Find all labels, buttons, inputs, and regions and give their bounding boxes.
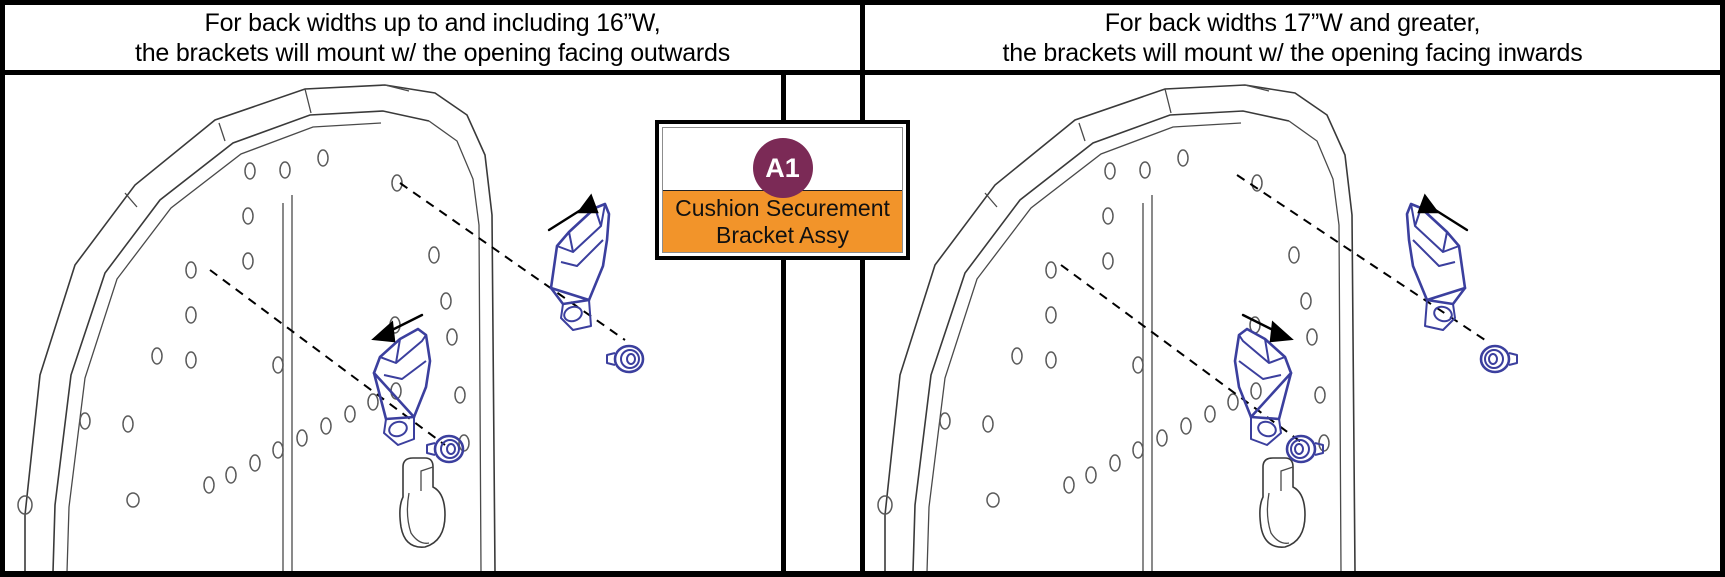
screw-fastener-upper-right [1479,344,1518,374]
frame-border-bottom [0,571,1725,577]
part-badge-a1: A1 [752,138,813,198]
seat-back-outline-left [24,84,496,572]
mounting-hole-pattern-left [17,149,470,515]
assembly-guide-lines-left [209,182,626,446]
screw-fastener-lower-right [1285,434,1324,464]
left-panel-svg [17,84,645,572]
part-callout-top: A1 [663,128,902,198]
bracket-lower-left [371,313,432,446]
cushion-hook-slot-right [1259,457,1306,548]
right-panel-svg [877,84,1518,572]
drawing-left-panel [5,75,860,572]
caption-left-line1: For back widths up to and including 16”W… [204,8,661,37]
drawing-right-panel [865,75,1720,572]
screw-fastener-upper-left [606,344,645,374]
caption-left-panel: For back widths up to and including 16”W… [5,5,860,70]
mounting-hole-pattern-right [877,149,1330,515]
frame-border-left [0,0,5,577]
part-name-line2: Bracket Assy [716,221,849,248]
callout-connector-top [781,75,786,123]
panel-divider-rule [860,0,865,577]
part-name-line1: Cushion Securement [675,194,890,221]
part-name-band: Cushion Securement Bracket Assy [663,190,902,252]
caption-right-panel: For back widths 17”W and greater, the br… [865,5,1720,70]
caption-right-line2: the brackets will mount w/ the opening f… [1002,38,1583,67]
frame-border-top [0,0,1725,5]
screw-fastener-lower-left [426,434,465,464]
cushion-hook-slot-left [399,457,446,548]
bracket-upper-right [1405,193,1469,331]
part-callout-card[interactable]: A1 Cushion Securement Bracket Assy [655,120,910,260]
caption-left-line2: the brackets will mount w/ the opening f… [134,38,731,67]
assembly-guide-lines-right [1060,174,1486,446]
part-callout-inner: A1 Cushion Securement Bracket Assy [662,127,903,253]
frame-border-right [1720,0,1725,577]
callout-connector-bottom [781,257,786,577]
caption-right-line1: For back widths 17”W and greater, [1104,8,1481,37]
bracket-lower-right [1233,313,1294,446]
bracket-upper-left [547,193,611,331]
seat-back-outline-right [884,84,1356,572]
